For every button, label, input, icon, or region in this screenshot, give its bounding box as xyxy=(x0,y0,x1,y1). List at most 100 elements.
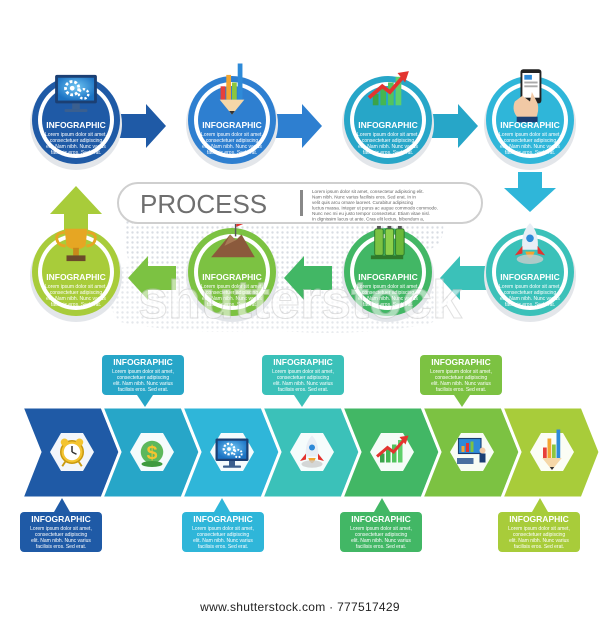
step-text: facilisis eros. Sed erat. xyxy=(207,150,257,156)
callout-text: Lorem ipsum dolor sit amet, xyxy=(350,526,412,532)
step-disc xyxy=(198,86,266,154)
presentation-icon xyxy=(457,437,486,464)
callout-text: Lorem ipsum dolor sit amet, xyxy=(272,369,334,375)
step-text: consectetuer adipiscing xyxy=(362,138,414,144)
step-text: Lorem ipsum dolor sit amet, xyxy=(499,132,561,138)
callout-text: Lorem ipsum dolor sit amet, xyxy=(508,526,570,532)
callout-box xyxy=(498,512,580,552)
step-text: Lorem ipsum dolor sit amet, xyxy=(201,284,263,290)
arrow-step-6-7 xyxy=(284,256,332,300)
callout-box xyxy=(340,512,422,552)
step-disc xyxy=(496,238,564,306)
callout-text: consectetuer adipiscing xyxy=(355,532,407,538)
step-text: elit. Nam nibh. Nunc varius xyxy=(46,144,106,150)
step-text: Lorem ipsum dolor sit amet, xyxy=(499,284,561,290)
title-divider xyxy=(300,190,303,216)
step-text: elit. Nam nibh. Nunc varius xyxy=(202,296,262,302)
callout-box xyxy=(420,355,502,395)
step-text: consectetuer adipiscing xyxy=(206,290,258,296)
step-text: elit. Nam nibh. Nunc varius xyxy=(500,144,560,150)
arrow-step-8-out xyxy=(50,186,102,232)
step-text: elit. Nam nibh. Nunc varius xyxy=(46,296,106,302)
banner-text-line: luctus massa. Integer ut purus ac augue … xyxy=(312,206,438,211)
callout-title: INFOGRAPHIC xyxy=(431,357,491,367)
step-text: consectetuer adipiscing xyxy=(206,138,258,144)
process-step-1: INFOGRAPHIC Lorem ipsum dolor sit amet,co… xyxy=(30,74,122,170)
callout-box xyxy=(102,355,184,395)
callout-title: INFOGRAPHIC xyxy=(193,514,253,524)
callout-text: consectetuer adipiscing xyxy=(197,532,249,538)
callout-text: Lorem ipsum dolor sit amet, xyxy=(30,526,92,532)
callout-text: consectetuer adipiscing xyxy=(35,532,87,538)
callout-text: facilisis eros. Sed erat. xyxy=(278,387,328,393)
callout-text: facilisis eros. Sed erat. xyxy=(118,387,168,393)
timeline-callout-1: INFOGRAPHIC Lorem ipsum dolor sit amet,co… xyxy=(20,498,102,552)
callout-text: elit. Nam nibh. Nunc varius xyxy=(431,381,491,387)
callout-title: INFOGRAPHIC xyxy=(113,357,173,367)
step-disc xyxy=(354,238,422,306)
step-text: facilisis eros. Sed erat. xyxy=(51,150,101,156)
callout-text: facilisis eros. Sed erat. xyxy=(514,544,564,550)
trophy-icon xyxy=(55,228,97,262)
step-disc xyxy=(42,238,110,306)
growth-chart-icon xyxy=(376,435,409,463)
process-step-7: INFOGRAPHIC Lorem ipsum dolor sit amet,co… xyxy=(186,219,278,322)
timeline-step-3 xyxy=(179,405,282,500)
callout-title: INFOGRAPHIC xyxy=(31,514,91,524)
step-text: consectetuer adipiscing xyxy=(504,290,556,296)
process-banner: PROCESS Lorem ipsum dolor sit amet, cons… xyxy=(117,182,483,224)
step-text: consectetuer adipiscing xyxy=(50,138,102,144)
callout-text: Lorem ipsum dolor sit amet, xyxy=(430,369,492,375)
step-text: facilisis eros. Sed erat. xyxy=(207,302,257,308)
callout-text: elit. Nam nibh. Nunc varius xyxy=(509,538,569,544)
step-title: INFOGRAPHIC xyxy=(202,272,262,282)
callout-text: elit. Nam nibh. Nunc varius xyxy=(193,538,253,544)
footer-credit: www.shutterstock.com · 777517429 xyxy=(200,600,400,614)
step-title: INFOGRAPHIC xyxy=(358,272,418,282)
timeline-step-1 xyxy=(19,405,122,500)
growth-chart-icon xyxy=(367,71,409,106)
arrow-step-1-2 xyxy=(118,104,166,148)
timeline-step-5 xyxy=(339,405,442,500)
monitor-gears-icon xyxy=(55,74,97,112)
step-title: INFOGRAPHIC xyxy=(358,120,418,130)
callout-title: INFOGRAPHIC xyxy=(509,514,569,524)
pencil-chart-icon xyxy=(542,429,562,470)
callout-text: consectetuer adipiscing xyxy=(513,532,565,538)
callout-text: facilisis eros. Sed erat. xyxy=(356,544,406,550)
callout-text: Lorem ipsum dolor sit amet, xyxy=(112,369,174,375)
step-text: Lorem ipsum dolor sit amet, xyxy=(357,132,419,138)
callout-text: consectetuer adipiscing xyxy=(277,375,329,381)
timeline-step-7 xyxy=(499,405,600,500)
timeline: $ xyxy=(19,405,600,500)
step-text: elit. Nam nibh. Nunc varius xyxy=(500,296,560,302)
batteries-icon xyxy=(370,225,405,260)
callout-text: elit. Nam nibh. Nunc varius xyxy=(31,538,91,544)
process-title: PROCESS xyxy=(140,189,267,219)
process-description: Lorem ipsum dolor sit amet, consectetur … xyxy=(312,189,438,222)
step-text: consectetuer adipiscing xyxy=(362,290,414,296)
step-text: Lorem ipsum dolor sit amet, xyxy=(45,132,107,138)
alarm-clock-icon xyxy=(60,438,84,467)
step-title: INFOGRAPHIC xyxy=(46,120,106,130)
callout-text: facilisis eros. Sed erat. xyxy=(436,387,486,393)
step-title: INFOGRAPHIC xyxy=(46,272,106,282)
callout-box xyxy=(20,512,102,552)
svg-text:$: $ xyxy=(147,442,158,464)
callout-text: elit. Nam nibh. Nunc varius xyxy=(351,538,411,544)
step-text: Lorem ipsum dolor sit amet, xyxy=(357,284,419,290)
process-step-3: INFOGRAPHIC Lorem ipsum dolor sit amet,co… xyxy=(342,71,434,170)
timeline-callout-7: INFOGRAPHIC Lorem ipsum dolor sit amet,co… xyxy=(498,498,580,552)
pencil-chart-icon xyxy=(219,63,245,115)
step-text: facilisis eros. Sed erat. xyxy=(51,302,101,308)
arrow-step-4-5 xyxy=(504,172,556,212)
step-text: Lorem ipsum dolor sit amet, xyxy=(201,132,263,138)
